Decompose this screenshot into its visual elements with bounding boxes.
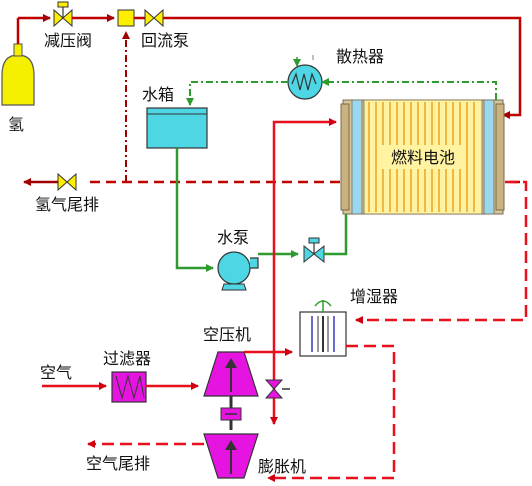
air-to-cell-line [272,118,337,312]
air-exhaust-label: 空气尾排 [86,454,150,473]
water-tank [146,107,208,149]
recirc-pump-label: 回流泵 [141,31,189,50]
exhaust-to-expander-line [267,344,396,482]
air-label: 空气 [40,363,72,382]
pressure-reducing-valve [53,1,73,28]
air-compressor [203,351,259,397]
filter-label: 过滤器 [103,349,151,368]
radiator-label: 散热器 [336,47,384,66]
humidifier [299,300,347,357]
cathode-exhaust-line [355,180,528,324]
bypass-valve [264,379,290,399]
radiator [287,55,323,100]
pressure-valve-label: 减压阀 [44,31,92,50]
compressor-label: 空压机 [203,325,251,344]
coolant-to-tank-line [186,81,288,106]
recirculation-pump [117,9,135,27]
water-pump [217,251,259,291]
water-pump-label: 水泵 [217,228,249,247]
air-filter [111,371,147,403]
h2-main-line [163,16,522,119]
tank-to-pump-line [175,148,214,272]
fuel-cell-label: 燃料电池 [391,148,455,167]
expander [203,433,259,479]
h2-control-valve [144,8,164,28]
valve-to-cell-line [324,214,348,256]
h2-purge-valve [57,172,77,192]
fuel-cell-stack [340,99,505,215]
turbo-shaft [220,396,242,430]
water-tank-label: 水箱 [142,85,174,104]
hydrogen-cylinder [1,18,35,106]
coolant-return-line [321,78,497,100]
h2-exhaust-label: 氢气尾排 [35,195,99,214]
humidifier-label: 增湿器 [350,287,398,306]
expander-label: 膨胀机 [258,457,306,476]
hydrogen-label: 氢 [8,115,24,134]
coolant-valve [303,237,325,264]
